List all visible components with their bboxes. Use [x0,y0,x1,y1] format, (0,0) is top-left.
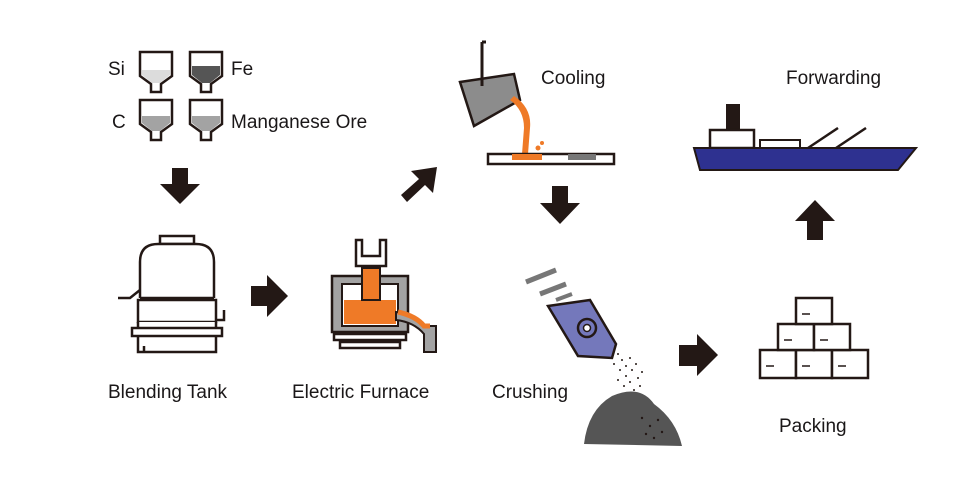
label-forwarding: Forwarding [786,68,881,89]
c-hopper-icon [138,98,174,142]
label-c: C [112,112,126,133]
cargo-ship-icon [692,104,919,171]
blending-tank-icon [118,234,226,354]
crushing-icon [525,267,682,446]
arrows [160,167,835,376]
arrow-diagonal-icon [401,167,437,202]
label-cooling: Cooling [541,68,605,89]
cooling-icon [458,40,616,166]
label-crushing: Crushing [492,382,568,403]
si-hopper-icon [138,50,174,94]
label-electric-furnace: Electric Furnace [292,382,429,403]
manganese-ore-hopper-icon [188,98,224,142]
fe-hopper-icon [188,50,224,94]
arrow-right-icon [679,334,718,376]
arrow-down-icon [540,186,580,224]
arrow-down-icon [160,168,200,204]
arrow-up-icon [795,200,835,240]
label-packing: Packing [779,416,847,437]
electric-furnace-icon [330,238,437,353]
particles-icon [613,353,643,399]
label-si: Si [108,59,125,80]
raw-material-hoppers [138,50,224,142]
arrow-right-icon [251,275,288,317]
label-manganese-ore: Manganese Ore [231,112,367,133]
label-fe: Fe [231,59,253,80]
label-blending-tank: Blending Tank [108,382,228,403]
packing-boxes-icon [758,296,870,380]
